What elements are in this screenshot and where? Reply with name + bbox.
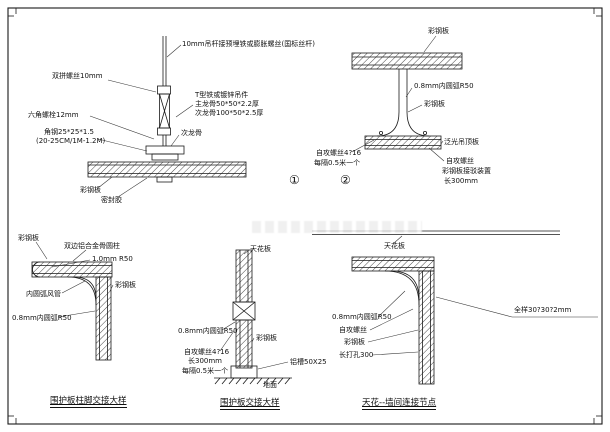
d5-corner-label: 全样30?30?2mm [514,306,572,314]
d3-alu-column-label: 双边铝合金骨圆柱 [64,242,120,250]
d5-caption: 天花--墙间连接节点 [362,398,437,410]
d1-hex-bolt-label: 六角螺栓12mm [28,111,79,119]
d1-t-hanger-label-1: T型铁或镀锌吊件 [195,91,249,99]
d1-pair-screw-label: 双拼螺丝10mm [52,72,103,80]
d4-caption: 围护板交接大样 [220,398,280,410]
d1-t-hanger-label-2: 主龙骨50*50*2.2厚 [195,100,259,108]
d2-arc-label: 0.8mm内圆弧R50 [414,82,474,90]
detail-1-hanger-drawing [87,36,247,198]
sheet-frame [7,7,603,425]
d5-arc08-label: 0.8mm内圆弧R50 [332,313,392,321]
watermark [252,221,422,233]
d2-top-panel-label: 彩钢板 [428,27,449,35]
d3-r50-label: 1.0mm R50 [92,255,133,263]
d3-panel-top-label: 彩钢板 [18,234,39,242]
detail-3-corner-drawing [31,241,114,361]
d4-ceiling-label: 天花板 [250,245,271,253]
d5-ceiling-label: 天花板 [384,242,405,250]
d5-panel-label: 彩钢板 [344,338,365,346]
d2-web-panel-label: 彩钢板 [424,100,445,108]
d1-sub-keel-label: 次龙骨 [181,129,202,137]
detail-2-tee-joint-drawing [351,35,463,162]
detail-4-panel-splice-drawing [214,249,292,385]
d1-detail-number: ① [289,173,300,187]
d2-joint-device-label: 彩钢板接驳装置 [442,167,491,175]
d4-screw-spec-label: 自攻螺丝4?16 [184,348,230,356]
d4-arc08-label: 0.8mm内圆弧R50 [178,327,238,335]
d2-interval-label: 每隔0.5米一个 [314,159,361,167]
d1-panel-label: 彩钢板 [80,186,101,194]
detail-5-ceiling-wall-drawing [312,230,598,385]
d3-arc08-label: 0.8mm内圆弧R50 [12,314,72,322]
d4-ground-label: 地面 [263,381,277,389]
d1-t-hanger-label-3: 次龙骨100*50*2.5厚 [195,109,264,117]
d2-screw-label: 自攻螺丝 [446,157,474,165]
d2-bottom-panel-label: 泛光吊顶板 [444,138,479,146]
d3-panel-right-label: 彩钢板 [115,281,136,289]
d5-screw-label: 自攻螺丝 [339,326,367,334]
d4-length-label: 长300mm [188,357,222,365]
d3-caption: 围护板柱脚交接大样 [50,396,127,408]
d3-inner-arc-label: 内圆弧风管 [26,290,61,298]
d1-angle-label-1: 角钢25*25*1.5 [44,128,94,136]
d4-interval-label: 每隔0.5米一个 [182,367,229,375]
d1-sealant-label: 密封胶 [101,196,122,204]
d5-holes-label: 长打孔300 [339,351,374,359]
d2-detail-number: ② [340,173,351,187]
d4-panel-label: 彩钢板 [256,334,277,342]
d1-rod-label: 10mm吊杆接预埋铁或膨胀螺丝(国标丝杆) [182,40,316,48]
d2-length-label: 长300mm [444,177,478,185]
d1-angle-label-2: (20-25CM/1M-1.2M) [36,137,106,145]
d2-screw-spec-label: 自攻螺丝4?16 [316,149,362,157]
d4-channel-label: 铝槽50X25 [290,358,327,366]
